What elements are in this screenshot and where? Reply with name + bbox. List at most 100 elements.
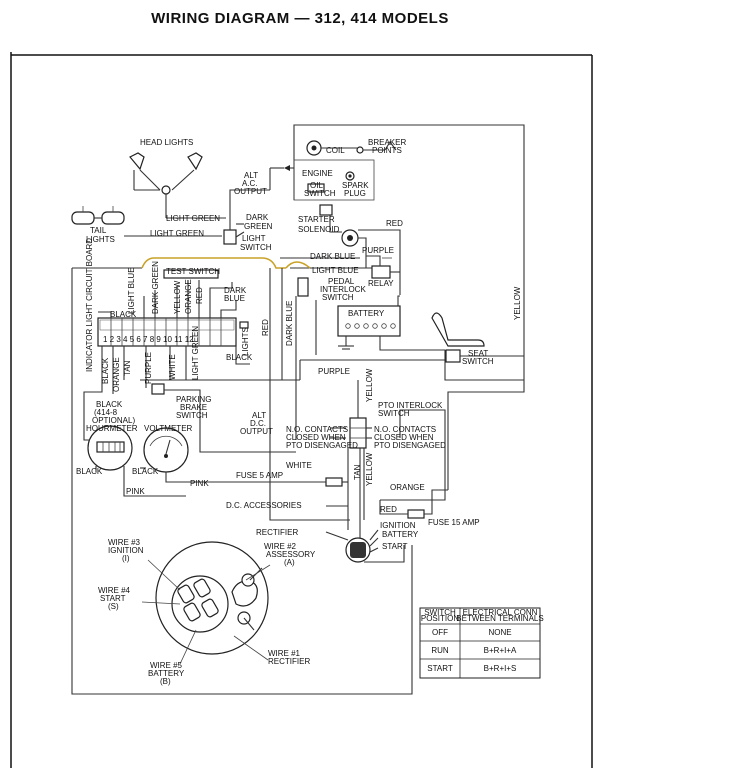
page-frame — [10, 52, 593, 768]
label: INDICATOR LIGHT CIRCUIT BOARD — [85, 238, 94, 372]
label: BREAKER — [368, 138, 406, 147]
label: SEAT — [468, 349, 488, 358]
battery — [315, 295, 445, 355]
parking-brake-switch — [151, 383, 296, 453]
label: ALT — [244, 171, 258, 180]
page-title: WIRING DIAGRAM — 312, 414 MODELS — [151, 10, 449, 27]
fuse-5-amp — [230, 477, 348, 487]
label: STARTER — [298, 215, 335, 224]
voltmeter — [140, 427, 230, 483]
label: RED — [261, 319, 270, 336]
label: LIGHTS — [241, 327, 250, 356]
label: GREEN — [244, 222, 273, 231]
table-header-conn: ELECTRICAL CONN — [463, 608, 538, 617]
label: DARK BLUE — [310, 252, 355, 261]
label: VOLTMETER — [144, 424, 193, 433]
light-switch — [223, 189, 270, 245]
label: (B) — [160, 677, 171, 686]
label: SPARK — [342, 181, 369, 190]
label: SWITCH — [176, 411, 208, 420]
label: ALT — [252, 411, 266, 420]
key-switch-detail — [141, 541, 271, 665]
label: A.C. — [242, 179, 258, 188]
label: 1 2 3 4 5 6 7 8 9 10 11 12 — [103, 335, 194, 344]
label: BLUE — [224, 294, 245, 303]
indicator-circuit-board — [97, 280, 250, 394]
label: PINK — [190, 479, 209, 488]
label: LIGHT GREEN — [150, 229, 204, 238]
label: N.O. CONTACTS — [286, 425, 348, 434]
label: BATTERY — [382, 530, 419, 539]
label: RED — [386, 219, 403, 228]
label: YELLOW — [173, 280, 182, 314]
label: SWITCH — [240, 243, 272, 252]
label: PTO DISENGAGED — [374, 441, 446, 450]
table-cell: START — [427, 664, 453, 673]
engine-section — [270, 124, 525, 380]
label: PLUG — [344, 189, 366, 198]
relay — [366, 255, 400, 279]
label: RECTIFIER — [268, 657, 310, 666]
label: WIRE #1 — [268, 649, 301, 658]
label: (I) — [122, 554, 130, 563]
table-cell: NONE — [488, 628, 511, 637]
label: BATTERY — [348, 309, 385, 318]
label: BLACK — [101, 357, 110, 384]
label: TEST SWITCH — [166, 267, 220, 276]
label: SWITCH — [378, 409, 410, 418]
label: HOURMETER — [86, 424, 138, 433]
label: BLACK — [96, 400, 123, 409]
starter-solenoid — [319, 204, 401, 295]
label: START — [100, 594, 126, 603]
label: START — [382, 542, 408, 551]
ignition-switch — [325, 505, 405, 563]
label: SWITCH — [322, 293, 354, 302]
label: RED — [195, 287, 204, 304]
label: (S) — [108, 602, 119, 611]
table-cell: OFF — [432, 628, 448, 637]
label: POINTS — [372, 146, 402, 155]
label: OIL — [310, 181, 323, 190]
tail-lights — [71, 206, 222, 237]
label: IGNITION — [380, 521, 416, 530]
table-cell: RUN — [431, 646, 449, 655]
label: PURPLE — [144, 352, 153, 384]
label: FUSE 5 AMP — [236, 471, 283, 480]
label: LIGHTS — [86, 235, 115, 244]
label: LIGHT GREEN — [191, 326, 200, 380]
label: IGNITION — [108, 546, 144, 555]
label: RELAY — [368, 279, 394, 288]
label: FUSE 15 AMP — [428, 518, 480, 527]
label: SOLENOID — [298, 225, 340, 234]
label: SWITCH — [304, 189, 336, 198]
label: LIGHT — [242, 234, 266, 243]
diagram-border — [71, 267, 413, 695]
switch-position-table: SWITCH POSITION ELECTRICAL CONN BETWEEN … — [419, 607, 544, 679]
label: WIRE #5 — [150, 661, 183, 670]
label: PINK — [126, 487, 145, 496]
wire-labels: HEAD LIGHTS TAIL LIGHTS LIGHT GREEN LIGH… — [76, 138, 522, 686]
pto-interlock-switch — [330, 380, 446, 540]
label: DARK — [246, 213, 269, 222]
label: BLACK — [76, 467, 103, 476]
label: PTO INTERLOCK — [378, 401, 443, 410]
table-header-conn-2: BETWEEN TERMINALS — [456, 614, 543, 623]
label: PEDAL — [328, 277, 355, 286]
label: PURPLE — [318, 367, 350, 376]
label: DARK GREEN — [151, 261, 160, 314]
label: BATTERY — [148, 669, 185, 678]
label: ASSESSORY — [266, 550, 316, 559]
label: CLOSED WHEN — [374, 433, 434, 442]
label: ORANGE — [184, 279, 193, 314]
label: (414-8 — [94, 408, 118, 417]
label: BRAKE — [180, 403, 207, 412]
table-header-position: SWITCH — [424, 608, 456, 617]
label: WIRE #2 — [264, 542, 297, 551]
label: PTO DISENGAGED — [286, 441, 358, 450]
label: LIGHT BLUE — [312, 266, 359, 275]
seat-switch — [431, 312, 524, 381]
label: COIL — [326, 146, 345, 155]
label: ENGINE — [302, 169, 333, 178]
label: BLACK — [110, 310, 137, 319]
